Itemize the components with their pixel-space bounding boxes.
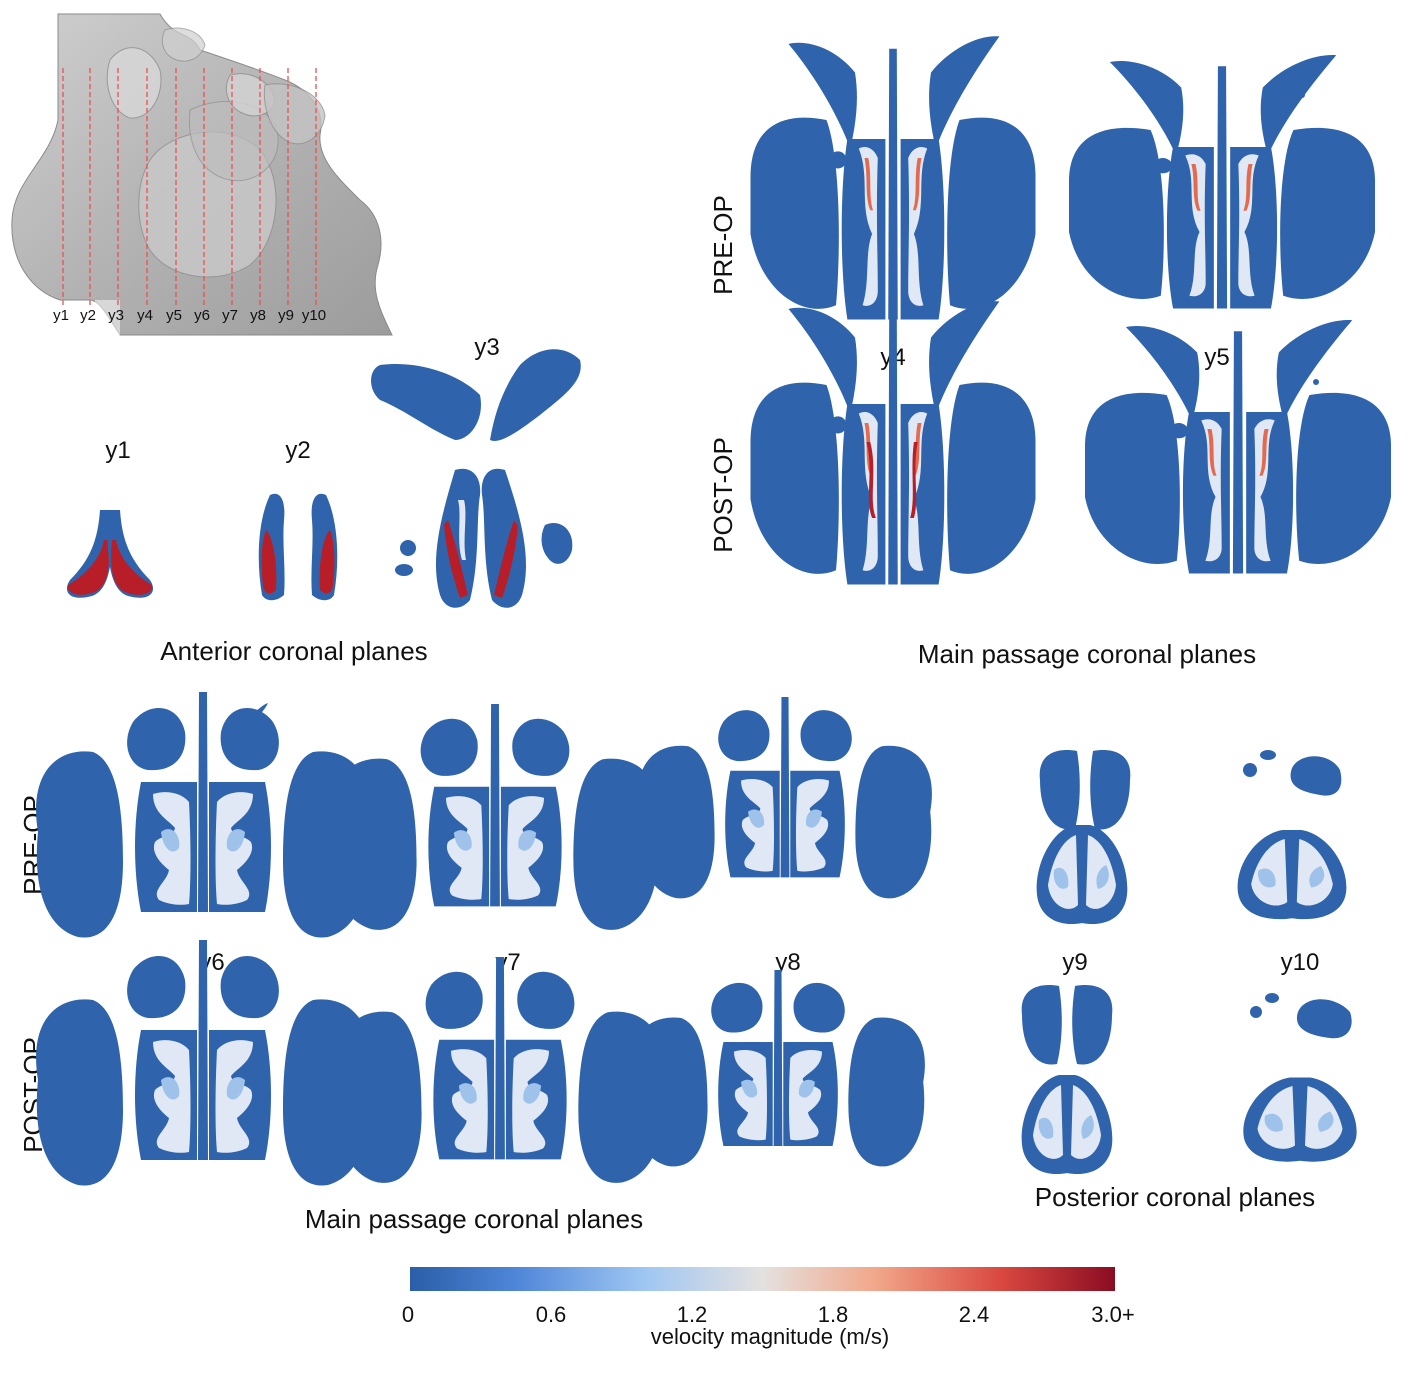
posterior-group-title: Posterior coronal planes	[1035, 1182, 1315, 1212]
anterior-planes-panel: y1 y2 y3 Anterio	[66, 334, 581, 666]
main-passage-top-panel: PRE-OP POST-OP y4 y5 Main passage corona…	[708, 36, 1391, 669]
model-plane-tick-label: y3	[108, 307, 124, 324]
plane-label-y1: y1	[105, 437, 130, 464]
section-y10-pre-op-upper	[1243, 750, 1342, 796]
nasal-cavity-3d-model: y1 y2 y3 y4 y5 y6 y7 y8 y9 y10	[0, 10, 393, 336]
section-y6-pre-op	[36, 692, 370, 938]
section-y9-pre-op-pharynx	[1036, 825, 1128, 925]
colorbar-tick-label: 3.0+	[1091, 1302, 1134, 1327]
colorbar-title: velocity magnitude (m/s)	[651, 1324, 889, 1349]
plane-label-y3: y3	[474, 334, 499, 361]
model-plane-tick-label: y5	[166, 307, 182, 324]
section-y1	[66, 510, 154, 598]
row-label-post-op-top: POST-OP	[708, 437, 738, 553]
section-y2	[258, 493, 338, 601]
posterior-planes-panel: y9 y10 Posterior coronal planes	[1021, 750, 1357, 1212]
section-y8-pre-op	[638, 697, 932, 899]
colorbar-tick-label: 0.6	[536, 1302, 567, 1327]
model-plane-tick-label: y10	[302, 307, 326, 324]
section-y6-post-op	[36, 940, 370, 1186]
model-plane-tick-label: y7	[222, 307, 238, 324]
colorbar-gradient	[410, 1267, 1115, 1291]
row-label-pre-op-top: PRE-OP	[708, 195, 738, 295]
section-y8-post-op	[631, 970, 925, 1167]
section-y5-pre-op	[1069, 55, 1375, 309]
section-y10-post-op-upper	[1250, 993, 1352, 1039]
colorbar-tick-label: 2.4	[959, 1302, 990, 1327]
section-y9-post-op-sinus	[1021, 985, 1113, 1065]
model-plane-tick-label: y1	[53, 307, 69, 324]
plane-label-y2: y2	[285, 437, 310, 464]
section-y5-post-op	[1085, 320, 1391, 574]
section-y7-post-op	[336, 957, 664, 1183]
main-passage-bottom-panel: PRE-OP POST-OP y6 y7 y8 Main passage cor…	[18, 692, 932, 1234]
velocity-colorbar: 0 0.6 1.2 1.8 2.4 3.0+ velocity magnitude (m/…	[402, 1267, 1135, 1349]
plane-label-y5: y5	[1204, 344, 1229, 371]
section-y9-post-op-pharynx	[1021, 1075, 1113, 1175]
model-plane-tick-label: y2	[80, 307, 96, 324]
main-bottom-group-title: Main passage coronal planes	[305, 1204, 643, 1234]
section-y10-post-op-pharynx	[1243, 1077, 1357, 1162]
model-plane-tick-label: y6	[194, 307, 210, 324]
section-y9-pre-op-sinus	[1039, 750, 1131, 830]
plane-label-y10: y10	[1281, 949, 1320, 976]
colorbar-tick-label: 1.2	[677, 1302, 708, 1327]
model-plane-tick-label: y9	[278, 307, 294, 324]
model-plane-tick-label: y4	[137, 307, 153, 324]
plane-label-y9: y9	[1062, 949, 1087, 976]
section-y4-post-op	[750, 301, 1036, 585]
section-y7-pre-op	[331, 704, 659, 930]
model-plane-tick-label: y8	[250, 307, 266, 324]
main-top-group-title: Main passage coronal planes	[918, 639, 1256, 669]
anterior-group-title: Anterior coronal planes	[160, 636, 427, 666]
section-y4-pre-op	[750, 36, 1036, 320]
section-y10-pre-op-pharynx	[1237, 830, 1347, 920]
section-y3	[371, 349, 581, 608]
colorbar-tick-label: 0	[402, 1302, 414, 1327]
colorbar-tick-label: 1.8	[818, 1302, 849, 1327]
